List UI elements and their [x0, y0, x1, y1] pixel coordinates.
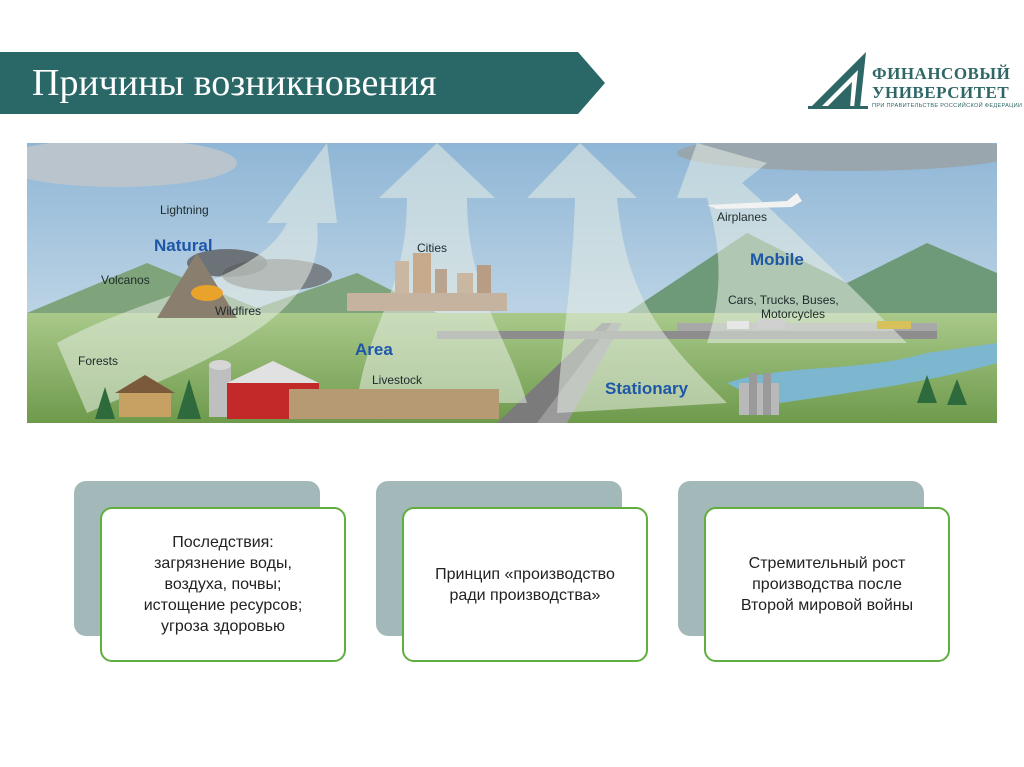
card-text: Стремительный рост производства после Вт… [741, 553, 913, 616]
label-area: Area [355, 340, 393, 360]
card-body: Принцип «производство ради производства» [402, 507, 648, 662]
landscape-scene [27, 143, 997, 423]
card-consequences: Последствия: загрязнение воды, воздуха, … [74, 481, 354, 671]
card-body: Последствия: загрязнение воды, воздуха, … [100, 507, 346, 662]
label-natural: Natural [154, 236, 213, 256]
card-body: Стремительный рост производства после Вт… [704, 507, 950, 662]
label-cars-trucks-buses: Cars, Trucks, Buses, [728, 293, 839, 307]
label-wildfires: Wildfires [215, 304, 261, 318]
label-forests: Forests [78, 354, 118, 368]
label-stationary: Stationary [605, 379, 688, 399]
logo-mark-icon [808, 50, 868, 112]
label-lightning: Lightning [160, 203, 209, 217]
logo-subtitle: ПРИ ПРАВИТЕЛЬСТВЕ РОССИЙСКОЙ ФЕДЕРАЦИИ [872, 103, 1022, 109]
label-airplanes: Airplanes [717, 210, 767, 224]
label-motorcycles: Motorcycles [761, 307, 825, 321]
label-mobile: Mobile [750, 250, 804, 270]
card-growth: Стремительный рост производства после Вт… [678, 481, 958, 671]
card-text: Последствия: загрязнение воды, воздуха, … [144, 532, 303, 637]
logo-text-line1: ФИНАНСОВЫЙ [872, 64, 1010, 84]
label-livestock: Livestock [372, 373, 422, 387]
logo-text-line2: УНИВЕРСИТЕТ [872, 83, 1009, 103]
title-banner: Причины возникновения [0, 52, 605, 114]
slide-title: Причины возникновения [32, 62, 437, 104]
label-volcanos: Volcanos [101, 273, 150, 287]
pollution-sources-illustration: Lightning Natural Volcanos Wildfires For… [27, 143, 997, 423]
card-principle: Принцип «производство ради производства» [376, 481, 656, 671]
card-text: Принцип «производство ради производства» [435, 564, 615, 606]
university-logo: ФИНАНСОВЫЙ УНИВЕРСИТЕТ ПРИ ПРАВИТЕЛЬСТВЕ… [808, 50, 1008, 112]
label-cities: Cities [417, 241, 447, 255]
